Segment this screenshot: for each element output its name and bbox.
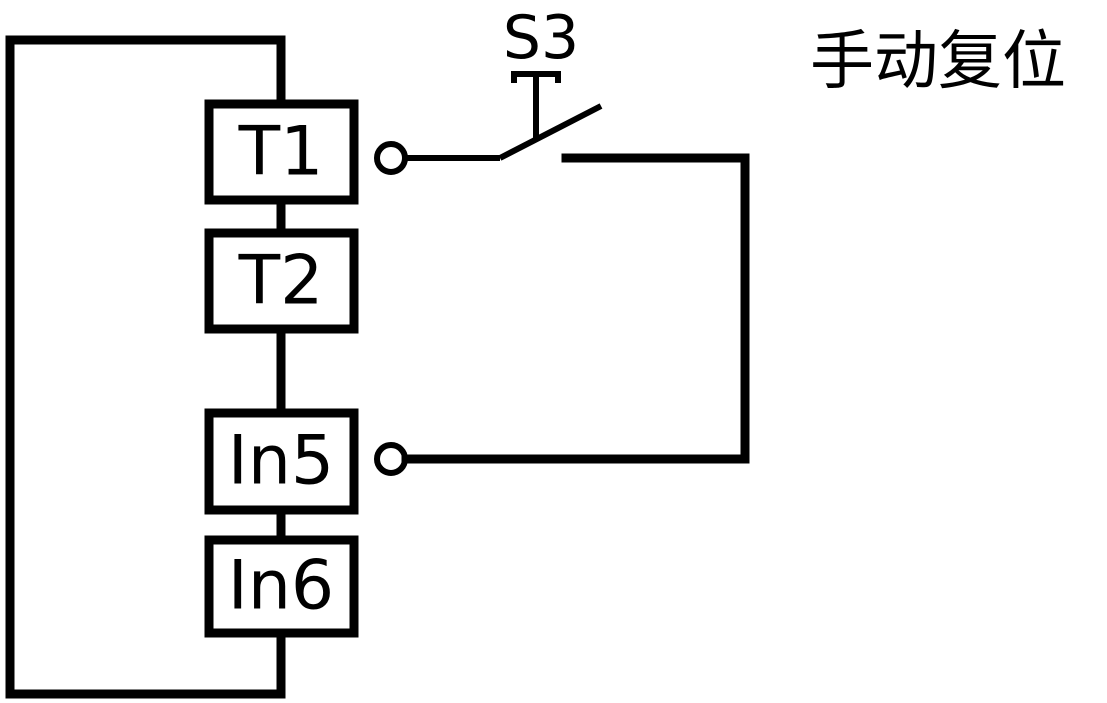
- switch-blade: [498, 103, 603, 161]
- block-in6: In6: [204, 535, 359, 638]
- switch-push-button: [511, 71, 561, 83]
- block-in5: In5: [204, 408, 359, 515]
- block-t2: T2: [204, 228, 359, 334]
- terminal-t1: [374, 141, 408, 175]
- return-wire: [401, 153, 750, 464]
- terminal-in5: [374, 442, 408, 476]
- block-in5-label: In5: [228, 422, 334, 501]
- block-in6-label: In6: [228, 547, 334, 626]
- switch-label: S3: [503, 3, 579, 73]
- block-t2-label: T2: [238, 242, 324, 321]
- block-t1: T1: [204, 99, 359, 205]
- diagram-title: 手动复位: [810, 25, 1066, 99]
- outer-loop-wire: [5, 35, 286, 699]
- switch-s3: S3: [405, 3, 603, 161]
- block-t1-label: T1: [238, 113, 324, 192]
